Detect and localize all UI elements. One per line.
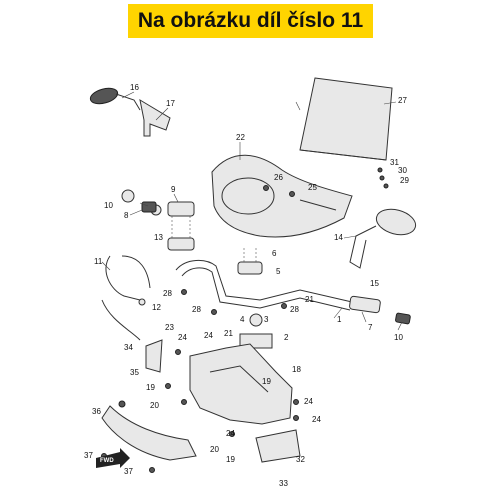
callout-21-a: 21 [305, 295, 314, 304]
callout-20-b: 20 [210, 445, 219, 454]
callout-3: 3 [264, 315, 269, 324]
callout-19-a: 19 [146, 383, 155, 392]
callout-16: 16 [130, 83, 139, 92]
callout-13: 13 [154, 233, 163, 242]
callout-5: 5 [276, 267, 281, 276]
callout-22: 22 [236, 133, 245, 142]
callout-37-a: 37 [84, 451, 93, 460]
windscreen [299, 77, 393, 161]
callout-6: 6 [272, 249, 277, 258]
callout-17: 17 [166, 99, 175, 108]
callout-33: 33 [279, 479, 288, 488]
handlebar-holder-left [167, 201, 195, 251]
callout-30: 30 [398, 166, 407, 175]
right-mirror [349, 208, 417, 269]
side-panel [145, 339, 163, 373]
callout-24-e: 24 [312, 415, 321, 424]
callout-7: 7 [368, 323, 373, 332]
callout-24-d: 24 [304, 397, 313, 406]
handlebar [121, 189, 411, 325]
callout-14: 14 [334, 233, 343, 242]
callout-24-c: 24 [226, 429, 235, 438]
callout-24-b: 24 [204, 331, 213, 340]
left-mirror [89, 87, 171, 137]
callout-8: 8 [124, 211, 129, 220]
callout-21-b: 21 [224, 329, 233, 338]
handlebar-under-cover [189, 343, 293, 425]
callout-11: 11 [94, 257, 103, 266]
callout-19-c: 19 [226, 455, 235, 464]
callout-23: 23 [165, 323, 174, 332]
callout-1: 1 [337, 315, 342, 324]
part-number-banner: Na obrázku díl číslo 11 [128, 4, 373, 38]
callout-25: 25 [308, 183, 317, 192]
callout-28-c: 28 [290, 305, 299, 314]
callout-18: 18 [292, 365, 301, 374]
callout-2: 2 [284, 333, 289, 342]
callout-31: 31 [390, 158, 399, 167]
fasteners [101, 167, 389, 473]
leader-lines [101, 91, 403, 331]
callout-24-a: 24 [178, 333, 187, 342]
callout-12: 12 [152, 303, 161, 312]
callout-37-b: 37 [124, 467, 133, 476]
banner-text: Na obrázku díl číslo 11 [137, 9, 364, 32]
callout-26: 26 [274, 173, 283, 182]
callout-28-b: 28 [192, 305, 201, 314]
callout-20-a: 20 [150, 401, 159, 410]
handlebar-holder-right [237, 248, 263, 275]
throttle-cable [101, 255, 151, 341]
callout-34: 34 [124, 343, 133, 352]
callout-10-right: 10 [394, 333, 403, 342]
callout-10-left: 10 [104, 201, 113, 210]
callout-19-b: 19 [262, 377, 271, 386]
callout-15: 15 [370, 279, 379, 288]
callout-28-a: 28 [163, 289, 172, 298]
callout-32: 32 [296, 455, 305, 464]
callout-9: 9 [171, 185, 176, 194]
front-lower-cover [101, 400, 197, 461]
callout-29: 29 [400, 176, 409, 185]
fwd-label: FWD [100, 458, 114, 464]
callout-36: 36 [92, 407, 101, 416]
callout-labels: 1 2 3 4 5 6 7 8 9 10 10 11 12 13 14 15 1… [84, 83, 409, 488]
callout-4: 4 [240, 315, 245, 324]
fwd-arrow: FWD [96, 448, 130, 468]
handlebar-cover-upper [211, 154, 353, 238]
callout-27: 27 [398, 96, 407, 105]
callout-35: 35 [130, 368, 139, 377]
cover-bracket [255, 429, 301, 463]
